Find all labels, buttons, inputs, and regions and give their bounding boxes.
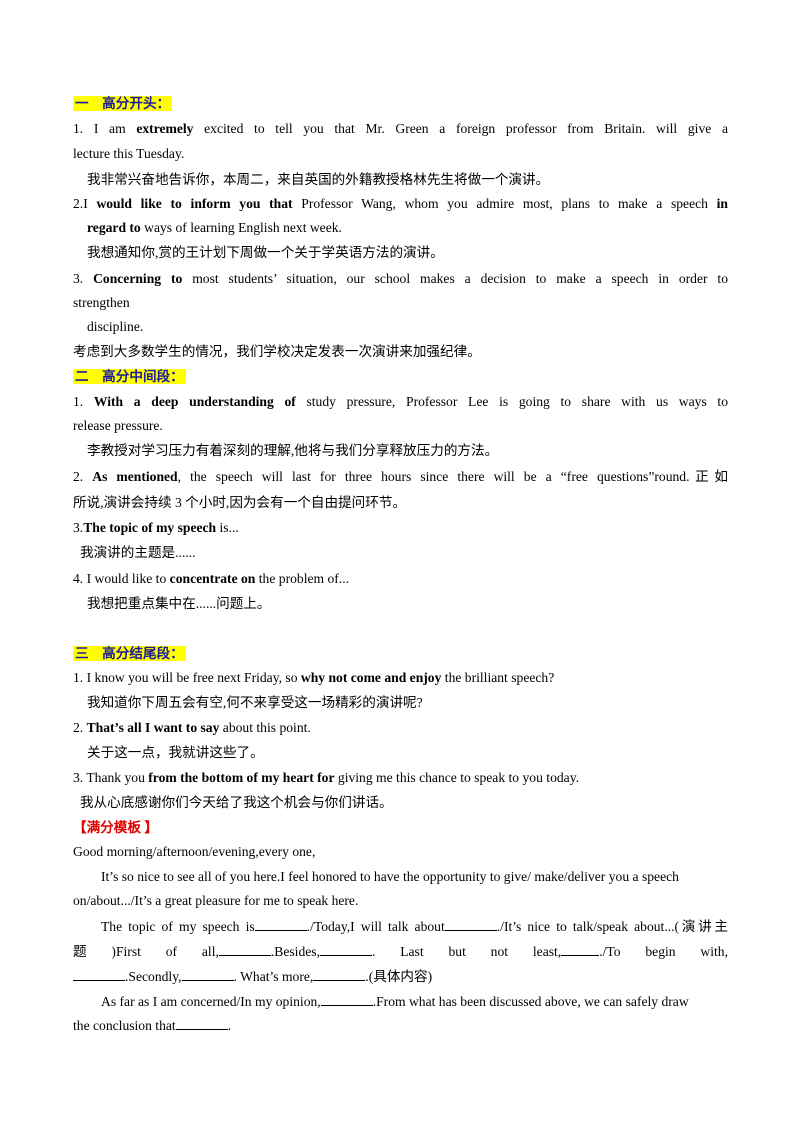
template-greeting: Good morning/afternoon/evening,every one… bbox=[73, 844, 316, 859]
opening-sentence-1-cn: 我非常兴奋地告诉你，本周二，来自英国的外籍教授格林先生将做一个演讲。 bbox=[87, 172, 550, 187]
ending-sentence-2-cn: 关于这一点，我就讲这些了。 bbox=[87, 745, 264, 760]
middle-sentence-3: 3.The topic of my speech is... bbox=[73, 520, 239, 535]
middle-sentence-4-cn: 我想把重点集中在......问题上。 bbox=[87, 596, 271, 611]
middle-sentence-1: 1. With a deep understanding of study pr… bbox=[73, 394, 729, 409]
template-paragraph-2-cont2: .Secondly,. What’s more,.(具体内容) bbox=[73, 966, 728, 987]
section-heading-opening: 一 高分开头： bbox=[73, 96, 173, 111]
template-paragraph-2: The topic of my speech is./Today,I will … bbox=[101, 916, 728, 937]
middle-sentence-2-cn: 所说,演讲会持续 3 个小时,因为会有一个自由提问环节。 bbox=[73, 495, 407, 510]
opening-sentence-1: 1. I am extremely excited to tell you th… bbox=[73, 121, 728, 136]
middle-sentence-4: 4. I would like to concentrate on the pr… bbox=[73, 571, 349, 586]
template-paragraph-3-cont: the conclusion that. bbox=[73, 1015, 728, 1036]
middle-sentence-1-cn: 李教授对学习压力有着深刻的理解,他将与我们分享释放压力的方法。 bbox=[87, 443, 499, 458]
ending-sentence-1: 1. I know you will be free next Friday, … bbox=[73, 670, 555, 685]
section-heading-middle: 二 高分中间段： bbox=[73, 369, 186, 384]
middle-sentence-1-cont: release pressure. bbox=[73, 418, 163, 433]
middle-sentence-2: 2. As mentioned, the speech will last fo… bbox=[73, 469, 728, 484]
section-heading-ending: 三 高分结尾段： bbox=[73, 646, 186, 661]
opening-sentence-2-cont: regard to ways of learning English next … bbox=[87, 220, 342, 235]
opening-sentence-1-cont: lecture this Tuesday. bbox=[73, 146, 185, 161]
ending-sentence-2: 2. That’s all I want to say about this p… bbox=[73, 720, 311, 735]
opening-sentence-3-cn: 考虑到大多数学生的情况，我们学校决定发表一次演讲来加强纪律。 bbox=[73, 344, 481, 359]
middle-sentence-3-cn: 我演讲的主题是...... bbox=[80, 545, 196, 560]
ending-sentence-3-cn: 我从心底感谢你们今天给了我这个机会与你们讲话。 bbox=[80, 795, 393, 810]
template-heading: 【满分模板 】 bbox=[73, 820, 158, 835]
ending-sentence-1-cn: 我知道你下周五会有空,何不来享受这一场精彩的演讲呢? bbox=[87, 695, 423, 710]
ending-sentence-3: 3. Thank you from the bottom of my heart… bbox=[73, 770, 580, 785]
opening-sentence-2-cn: 我想通知你,赏的王计划下周做一个关于学英语方法的演讲。 bbox=[87, 245, 444, 260]
opening-sentence-3-cont2: discipline. bbox=[87, 319, 144, 334]
template-paragraph-2-cont: 题 )First of all,.Besides,. Last but not … bbox=[73, 941, 728, 962]
template-paragraph-3: As far as I am concerned/In my opinion,.… bbox=[101, 991, 728, 1012]
opening-sentence-2: 2.I would like to inform you that Profes… bbox=[73, 196, 728, 211]
template-paragraph-1-cont: on/about.../It’s a great pleasure for me… bbox=[73, 893, 359, 908]
opening-sentence-3-cont: strengthen bbox=[73, 295, 130, 310]
opening-sentence-3: 3. Concerning to most students’ situatio… bbox=[73, 271, 728, 286]
template-paragraph-1: It’s so nice to see all of you here.I fe… bbox=[101, 869, 679, 884]
